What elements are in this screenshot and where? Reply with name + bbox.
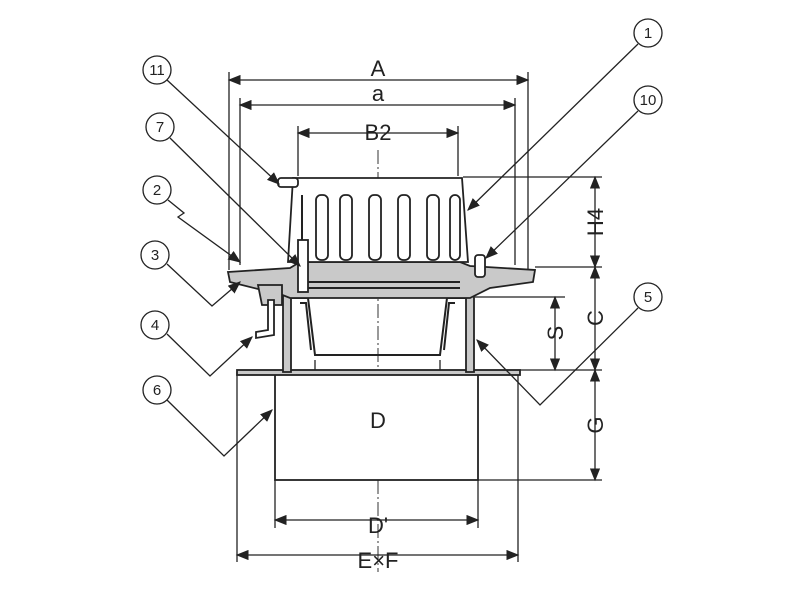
svg-text:6: 6 <box>153 382 161 399</box>
dim-label-D: D <box>370 408 386 433</box>
svg-text:3: 3 <box>151 247 159 264</box>
leader-lines <box>166 43 639 457</box>
callout-2: 2 <box>142 175 172 205</box>
callout-5: 5 <box>633 282 663 312</box>
callout-11: 11 <box>142 55 172 85</box>
svg-text:1: 1 <box>644 25 652 42</box>
svg-text:10: 10 <box>640 92 657 109</box>
callout-6: 6 <box>142 375 172 405</box>
dim-label-ExF: E×F <box>358 548 399 573</box>
dim-label-D-prime: D' <box>368 513 388 538</box>
callout-4: 4 <box>140 310 170 340</box>
dim-label-a: a <box>372 81 385 106</box>
dim-label-B2: B2 <box>365 120 392 145</box>
svg-text:11: 11 <box>149 62 165 79</box>
dim-label-G: G <box>583 416 608 433</box>
drain-body <box>226 261 537 481</box>
dim-label-S: S <box>543 326 568 341</box>
dim-label-A: A <box>371 56 386 81</box>
callout-10: 10 <box>633 85 663 115</box>
callout-7: 7 <box>145 112 175 142</box>
dim-label-H4: H4 <box>583 208 608 236</box>
svg-text:2: 2 <box>153 182 161 199</box>
callout-3: 3 <box>140 240 170 270</box>
svg-text:7: 7 <box>156 119 164 136</box>
side-screw <box>277 177 299 188</box>
clamp-screw <box>474 254 486 278</box>
svg-text:5: 5 <box>644 289 652 306</box>
dome-grate <box>277 177 486 293</box>
dim-label-C: C <box>583 310 608 326</box>
svg-text:4: 4 <box>151 317 159 334</box>
callout-1: 1 <box>633 18 663 48</box>
dimension-lines <box>227 74 601 561</box>
